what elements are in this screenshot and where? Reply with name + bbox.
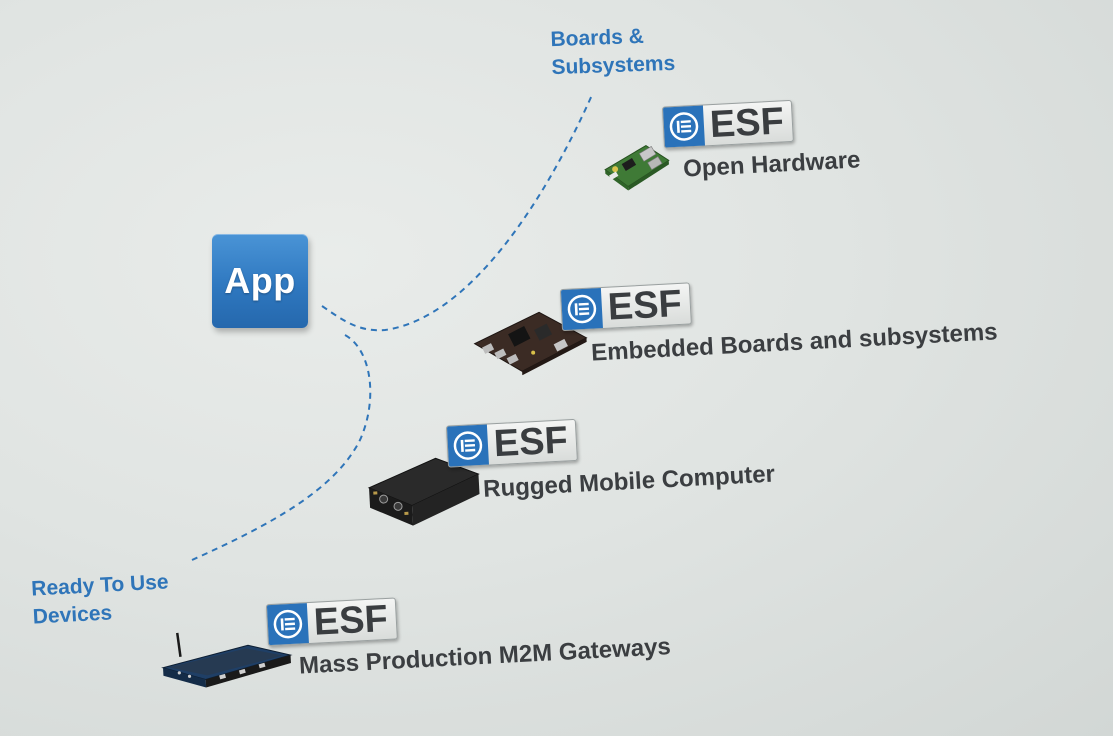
connector-to-boards: [321, 94, 593, 332]
product-open-hardware: ESF Open Hardware: [598, 93, 922, 200]
product-label-rugged-mobile-computer: Rugged Mobile Computer: [482, 460, 776, 503]
category-boards-line1: Boards &: [550, 24, 645, 52]
connector-to-devices: [191, 334, 372, 561]
esf-badge: ESF: [445, 418, 578, 468]
esf-badge: ESF: [265, 597, 398, 647]
esf-badge-text: ESF: [492, 419, 569, 466]
app-tile: App: [212, 234, 308, 328]
product-m2m-gateways: ESF Mass Production M2M Gateways: [156, 579, 760, 700]
rugged-computer-box-icon: [367, 457, 480, 526]
esf-badge-text: ESF: [312, 597, 389, 644]
embedded-board-icon: [473, 311, 588, 376]
category-boards-subsystems: Boards & Subsystems: [550, 22, 676, 82]
esf-badge: ESF: [559, 282, 692, 332]
product-rugged-mobile-computer: ESF Rugged Mobile Computer: [364, 405, 849, 530]
esf-badge: ESF: [661, 99, 794, 149]
esf-logo-icon: [266, 603, 309, 646]
esf-badge-text: ESF: [606, 282, 683, 329]
category-ready-to-use-devices: Ready To Use Devices: [31, 568, 171, 631]
product-label-open-hardware: Open Hardware: [682, 146, 862, 183]
app-tile-label: App: [224, 260, 296, 301]
esf-logo-icon: [662, 105, 706, 148]
product-embedded-boards: ESF Embedded Boards and subsystems: [468, 263, 1072, 384]
raspberry-pi-board-icon: [604, 144, 670, 191]
category-boards-line2: Subsystems: [551, 51, 676, 80]
esf-logo-icon: [560, 288, 603, 331]
esf-logo-icon: [446, 424, 489, 467]
esf-badge-text: ESF: [708, 100, 785, 147]
m2m-gateway-icon: [161, 632, 293, 688]
